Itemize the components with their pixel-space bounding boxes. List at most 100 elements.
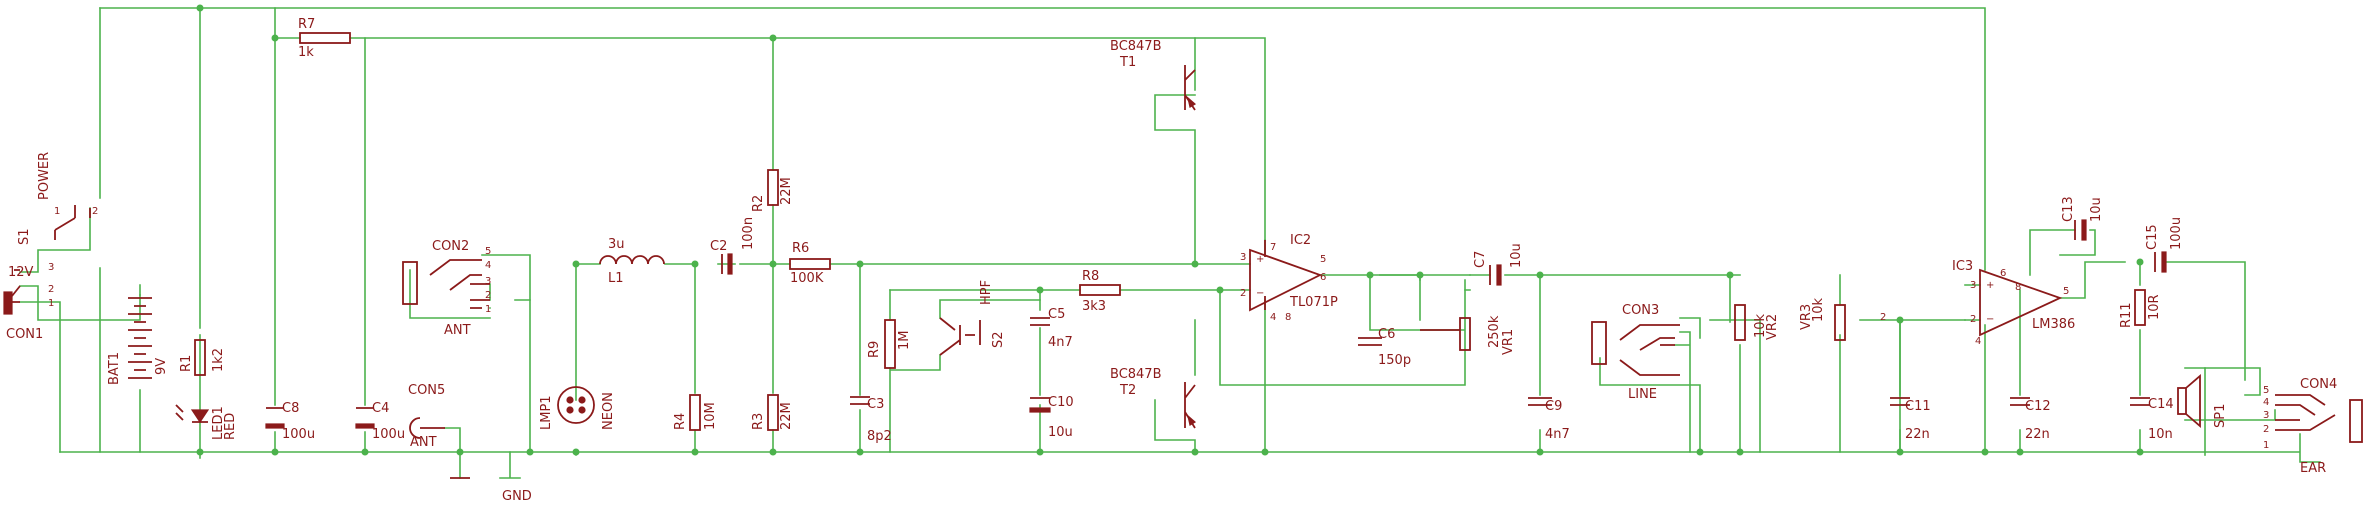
c13-value: 10u (2089, 197, 2104, 222)
c10-value: 10u (1048, 425, 1073, 440)
con3-value: LINE (1628, 387, 1657, 402)
c11-capacitor (1890, 397, 1910, 406)
c7-label: C7 (1473, 251, 1488, 268)
pin-label: 3 (485, 276, 491, 287)
t1-transistor (1184, 65, 1197, 111)
pin-label: 2 (1240, 288, 1246, 299)
con5-label: CON5 (408, 383, 445, 398)
c14-label: C14 (2148, 397, 2174, 412)
pin-label: 8 (1285, 312, 1291, 323)
c13-label: C13 (2061, 196, 2076, 222)
c2-label: C2 (710, 239, 727, 254)
con5-connector (409, 417, 445, 439)
pin-label: 3 (1240, 252, 1246, 263)
bat1-battery (128, 297, 152, 379)
t2-transistor (1184, 382, 1197, 429)
wires (19, 7, 2321, 479)
lmp1-lamp (557, 386, 595, 424)
r7-label: R7 (298, 17, 315, 32)
t2-label: T2 (1119, 383, 1136, 398)
sp1-speaker (2177, 374, 2201, 428)
r7-resistor (299, 32, 351, 44)
c4-capacitor (355, 407, 375, 429)
pin-label: 2 (485, 290, 491, 301)
ic2-opamp (1249, 240, 1323, 312)
lmp1-value: NEON (601, 392, 616, 430)
pin-label: 4 (2263, 397, 2269, 408)
r2-resistor (767, 169, 779, 206)
pin-label: 6 (1320, 272, 1326, 283)
pin-label: 2 (92, 206, 98, 217)
pin-label: 1 (2263, 440, 2269, 451)
led1-label: LED1 (211, 406, 226, 440)
con1-connector (3, 269, 21, 315)
c12-capacitor (2010, 397, 2030, 406)
con4-connector (2275, 394, 2363, 443)
c11-value: 22n (1905, 427, 1930, 442)
r11-label: R11 (2119, 302, 2134, 328)
vr2-value: 10k (1753, 313, 1768, 338)
c13-capacitor (2074, 219, 2087, 241)
bat1-label: BAT1 (107, 352, 122, 385)
s2-label: S2 (991, 331, 1006, 348)
pin-label: 3 (2263, 410, 2269, 421)
r11-resistor (2134, 289, 2146, 326)
pin-label: 5 (1320, 254, 1326, 265)
c6-label: C6 (1378, 327, 1395, 342)
c8-value: 100u (282, 427, 315, 442)
con2-connector (402, 259, 490, 309)
pin-label: 4 (1975, 336, 1981, 347)
s2-value: HPF (979, 280, 994, 305)
vr3-value: 10k (1811, 297, 1826, 322)
led1-value: RED (223, 413, 238, 440)
pin-label: 5 (2263, 385, 2269, 396)
c5-value: 4n7 (1048, 335, 1073, 350)
c6-value: 150p (1378, 353, 1411, 368)
con1-label: CON1 (6, 327, 43, 342)
s1-switch (54, 205, 91, 240)
c5-label: C5 (1048, 307, 1065, 322)
r6-label: R6 (792, 241, 809, 256)
pin-label: 3 (1970, 280, 1976, 291)
lmp1-label: LMP1 (539, 395, 554, 430)
c9-value: 4n7 (1545, 427, 1570, 442)
c3-label: C3 (867, 397, 884, 412)
ic3-value: LM386 (2032, 317, 2075, 332)
pin-label: 2 (1970, 314, 1976, 325)
r8-value: 3k3 (1082, 299, 1106, 314)
c15-value: 100u (2169, 217, 2184, 250)
r6-value: 100K (790, 271, 824, 286)
pin-label: 1 (54, 206, 60, 217)
ic2-value: TL071P (1289, 295, 1338, 310)
vr1-potentiometer (1420, 317, 1471, 351)
l1-inductor (599, 255, 665, 265)
pin-numbers: 1 2 3 2 1 5 4 3 2 1 3 2 7 4 5 6 8 3 2 6 … (48, 206, 2269, 451)
vr2-label: VR2 (1765, 314, 1780, 340)
con1-value: 12V (8, 265, 34, 280)
r8-label: R8 (1082, 269, 1099, 284)
r4-label: R4 (673, 413, 688, 430)
con4-label: CON4 (2300, 377, 2337, 392)
l1-value: 3u (608, 237, 625, 252)
pin-label: 2 (1880, 312, 1886, 323)
c2-capacitor (721, 253, 733, 275)
r4-resistor (689, 394, 701, 431)
r1-label: R1 (179, 355, 194, 372)
r8-resistor (1079, 284, 1121, 296)
c4-value: 100u (372, 427, 405, 442)
c11-label: C11 (1905, 399, 1931, 414)
gnd-label: GND (502, 489, 532, 504)
r2-value: 22M (779, 177, 794, 205)
r9-value: 1M (897, 331, 912, 351)
c14-capacitor (2130, 397, 2150, 406)
t2-value: BC847B (1110, 367, 1162, 382)
c10-label: C10 (1048, 395, 1074, 410)
led1-diode (175, 404, 210, 424)
pin-label: 3 (48, 262, 54, 273)
s2-switch (939, 317, 981, 356)
c7-value: 10u (1509, 243, 1524, 268)
r11-value: 10R (2147, 294, 2162, 320)
c9-capacitor (1528, 397, 1552, 406)
pin-label: 5 (2063, 286, 2069, 297)
